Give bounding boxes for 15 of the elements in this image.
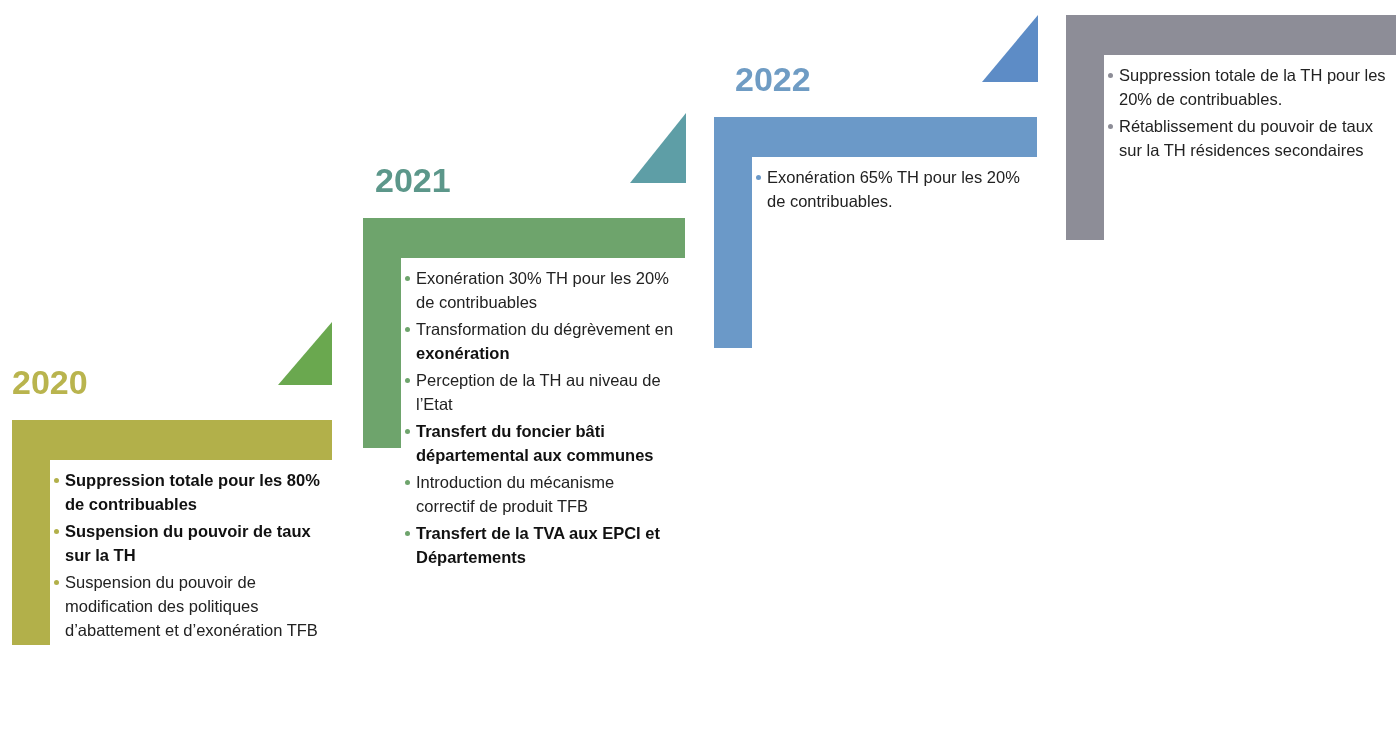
bullet-item: Suppression totale pour les 80% de contribuables <box>54 468 324 516</box>
bullet-item: Rétablissement du pouvoir de taux sur la TH résidences secondaires <box>1108 114 1393 162</box>
bullet-item: Transfert du foncier bâti départemental aux communes <box>405 419 677 467</box>
bullet-item: Suppression totale de la TH pour les 20% de contribuables. <box>1108 63 1393 111</box>
year-heading: 2021 <box>375 163 451 197</box>
bullet-item: Exonération 65% TH pour les 20% de contribuables. <box>756 165 1028 213</box>
bullet-item: Introduction du mécanisme correctif de produit TFB <box>405 470 677 518</box>
year-heading: 2022 <box>735 62 811 96</box>
bullet-item: Exonération 30% TH pour les 20% de contribuables <box>405 266 677 314</box>
year-heading: 2020 <box>12 365 88 399</box>
bullet-item: Suspension du pouvoir de modification des politiques d’abattement et d’exonération TFB <box>54 570 324 642</box>
bullet-item: Suspension du pouvoir de taux sur la TH <box>54 519 324 567</box>
bullet-item: Perception de la TH au niveau de l’Etat <box>405 368 677 416</box>
bullet-item: Transfert de la TVA aux EPCI et Départements <box>405 521 677 569</box>
bullet-item: Transformation du dégrèvement en exonération <box>405 317 677 365</box>
